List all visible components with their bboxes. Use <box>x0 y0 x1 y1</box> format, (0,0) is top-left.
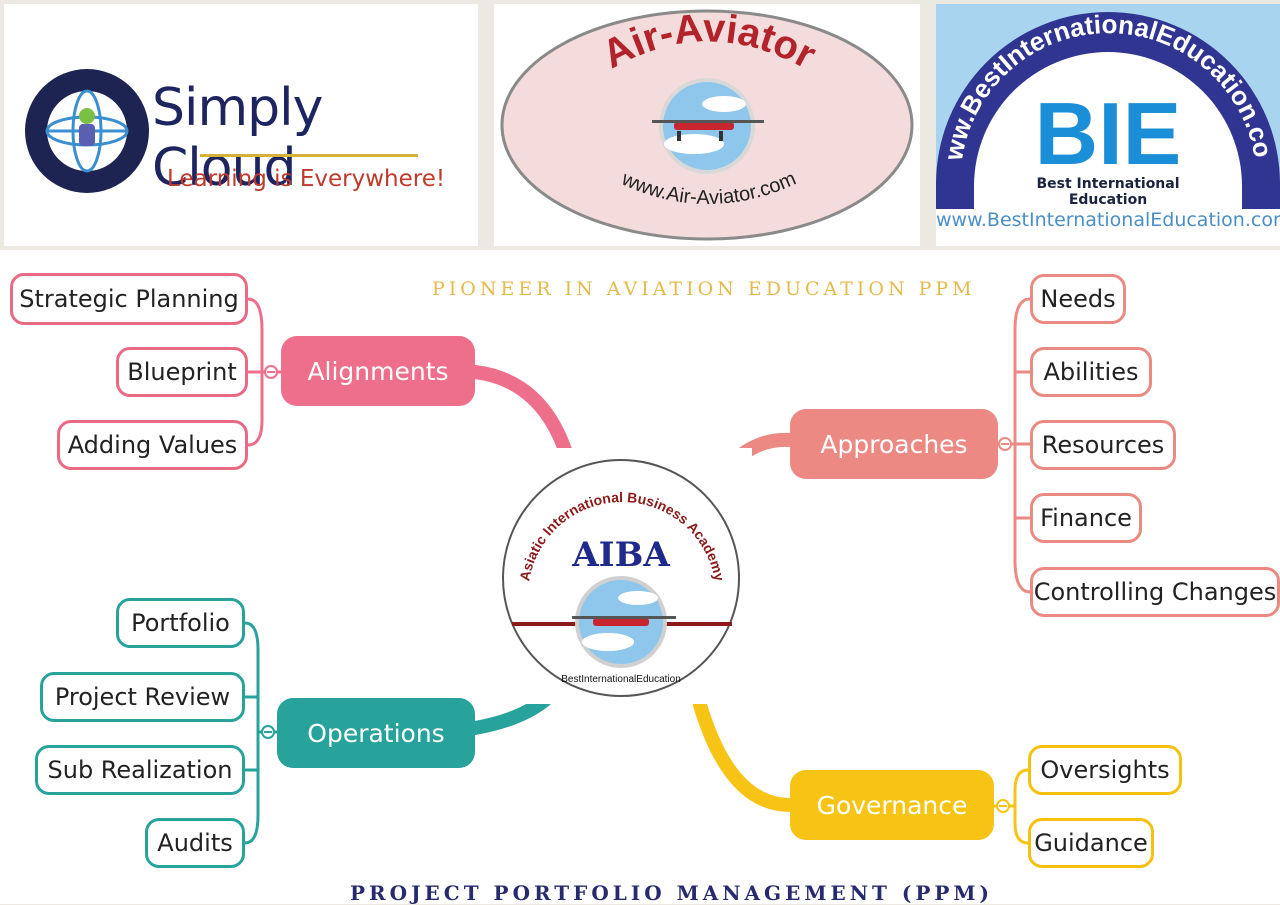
bie-logo: www.BestInternationalEducation.com BIE B… <box>936 4 1280 246</box>
globe-icon <box>25 69 149 193</box>
aiba-logo: Asiatic International Business Academy A… <box>490 448 752 704</box>
branch-governance: Governance <box>790 770 994 840</box>
leaf-controlling-changes: Controlling Changes <box>1030 567 1280 617</box>
simply-cloud-logo: Simply Cloud Learning is Everywhere! <box>4 4 478 246</box>
collapse-icon <box>261 725 275 739</box>
simply-cloud-tagline: Learning is Everywhere! <box>167 166 446 192</box>
airplane-icon <box>572 576 676 668</box>
leaf-project-review: Project Review <box>40 672 245 722</box>
collapse-icon <box>996 799 1010 813</box>
leaf-portfolio: Portfolio <box>116 598 245 648</box>
leaf-abilities: Abilities <box>1030 347 1152 397</box>
leaf-guidance: Guidance <box>1028 818 1154 868</box>
leaf-sub-realization: Sub Realization <box>35 745 245 795</box>
leaf-resources: Resources <box>1030 420 1176 470</box>
bie-url: www.BestInternationalEducation.com <box>936 209 1280 231</box>
aiba-footer: BestInternationalEducation <box>561 674 681 685</box>
branch-operations: Operations <box>277 698 475 768</box>
leaf-finance: Finance <box>1030 493 1142 543</box>
branch-approaches: Approaches <box>790 409 998 479</box>
leaf-strategic-planning: Strategic Planning <box>10 273 248 325</box>
aiba-title: AIBA <box>571 535 670 575</box>
collapse-icon <box>264 365 278 379</box>
collapse-icon <box>998 437 1012 451</box>
branch-alignments: Alignments <box>281 336 475 406</box>
divider <box>200 154 418 157</box>
leaf-blueprint: Blueprint <box>116 347 248 397</box>
bie-initials: BIE <box>1035 84 1182 183</box>
air-aviator-logo: Air-Aviator www.Air-Aviator.com <box>494 4 920 246</box>
leaf-audits: Audits <box>145 818 245 868</box>
simply-cloud-name: Simply Cloud <box>152 78 323 198</box>
top-heading: PIONEER IN AVIATION EDUCATION PPM <box>432 278 976 300</box>
bottom-heading: PROJECT PORTFOLIO MANAGEMENT (PPM) <box>350 881 994 905</box>
leaf-oversights: Oversights <box>1028 745 1182 795</box>
leaf-adding-values: Adding Values <box>57 420 248 470</box>
airplane-icon <box>652 78 764 174</box>
bie-caption: Best International Education <box>1036 176 1180 208</box>
leaf-needs: Needs <box>1030 274 1126 324</box>
